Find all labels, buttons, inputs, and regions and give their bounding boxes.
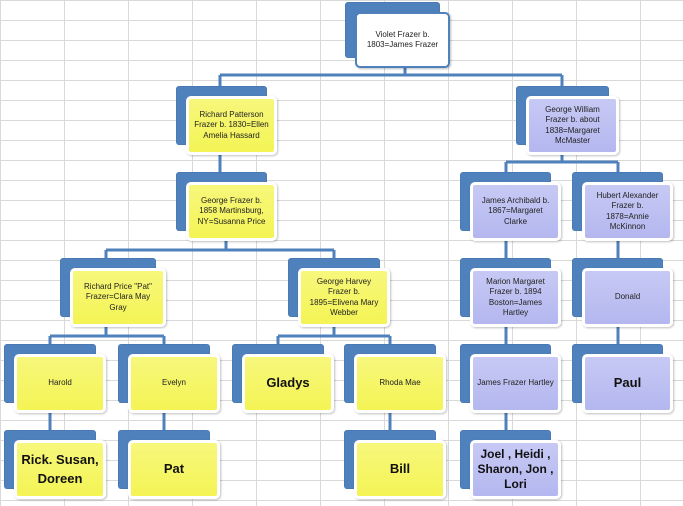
node-label: Violet Frazer b. 1803=James Frazer (355, 12, 450, 68)
node-label: Joel , Heidi , Sharon, Jon , Lori (470, 440, 561, 499)
node-label: Bill (354, 440, 446, 499)
connector-line (48, 326, 166, 344)
node-violet-frazer: Violet Frazer b. 1803=James Frazer (345, 2, 450, 68)
node-george-william-frazer: George William Frazer b. about 1838=Marg… (516, 86, 619, 155)
node-label: James Frazer Hartley (470, 354, 561, 413)
node-label: Pat (128, 440, 220, 499)
node-label: Donald (582, 268, 673, 327)
node-label: James Archibald b. 1867=Margaret Clarke (470, 182, 561, 241)
node-harold: Harold (4, 344, 106, 413)
node-label: Harold (14, 354, 106, 413)
node-label: George Harvey Frazer b. 1895=Elivena Mar… (298, 268, 390, 327)
node-james-frazer-hartley: James Frazer Hartley (460, 344, 561, 413)
node-label: Gladys (242, 354, 334, 413)
node-paul: Paul (572, 344, 673, 413)
node-label: Richard Price "Pat" Frazer=Clara May Gra… (70, 268, 166, 327)
node-rhoda-mae: Rhoda Mae (344, 344, 446, 413)
node-label: Rhoda Mae (354, 354, 446, 413)
node-label: George William Frazer b. about 1838=Marg… (526, 96, 619, 155)
node-label: Richard Patterson Frazer b. 1830=Ellen A… (186, 96, 277, 155)
node-gladys: Gladys (232, 344, 334, 413)
node-george-frazer: George Frazer b. 1858 Martinsburg, NY=Su… (176, 172, 277, 241)
node-george-harvey-frazer: George Harvey Frazer b. 1895=Elivena Mar… (288, 258, 390, 327)
node-hubert-alexander-frazer: Hubert Alexander Frazer b. 1878=Annie Mc… (572, 172, 673, 241)
node-bill: Bill (344, 430, 446, 499)
node-richard-price-frazer: Richard Price "Pat" Frazer=Clara May Gra… (60, 258, 166, 327)
node-richard-patterson-frazer: Richard Patterson Frazer b. 1830=Ellen A… (176, 86, 277, 155)
connector-line (218, 67, 564, 86)
node-label: Hubert Alexander Frazer b. 1878=Annie Mc… (582, 182, 673, 241)
connector-line (504, 154, 620, 172)
connector-line (104, 240, 336, 258)
node-joel-heidi-sharon-jon-lori: Joel , Heidi , Sharon, Jon , Lori (460, 430, 561, 499)
node-label: Rick. Susan, Doreen (14, 440, 106, 499)
node-james-archibald: James Archibald b. 1867=Margaret Clarke (460, 172, 561, 241)
node-evelyn: Evelyn (118, 344, 220, 413)
node-donald: Donald (572, 258, 673, 327)
node-marion-margaret-frazer: Marion Margaret Frazer b. 1894 Boston=Ja… (460, 258, 561, 327)
node-label: Marion Margaret Frazer b. 1894 Boston=Ja… (470, 268, 561, 327)
node-label: Evelyn (128, 354, 220, 413)
node-rick-susan-doreen: Rick. Susan, Doreen (4, 430, 106, 499)
node-label: Paul (582, 354, 673, 413)
node-pat: Pat (118, 430, 220, 499)
connector-line (276, 326, 392, 344)
node-label: George Frazer b. 1858 Martinsburg, NY=Su… (186, 182, 277, 241)
